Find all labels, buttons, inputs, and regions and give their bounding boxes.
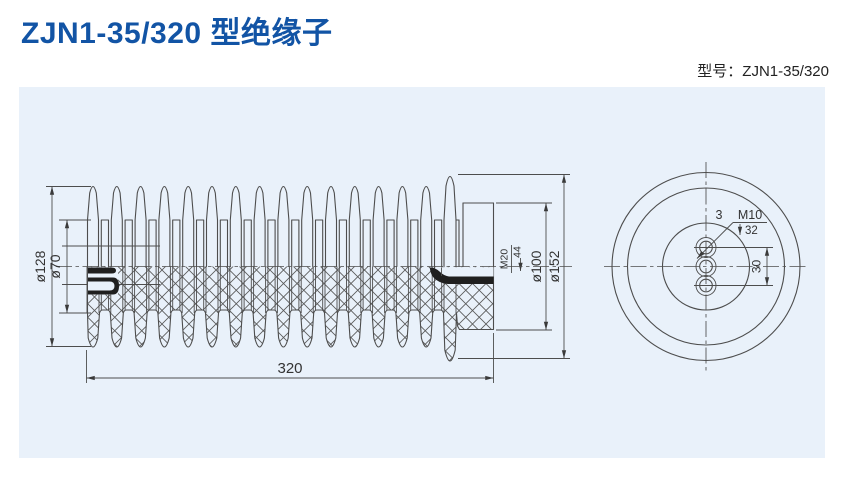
shed-profile-upper-half [86,175,457,268]
page-title: ZJN1-35/320 型绝缘子 [21,17,333,50]
model-number: 型号：ZJN1-35/320 [697,63,829,80]
right-thread-insert [429,267,494,284]
dim-length-320: 320 [277,360,302,377]
hole-callout [696,222,767,259]
dim-dia-128: ø128 [32,250,48,282]
end-view: 3 M10 32 30 [604,162,808,371]
dim-hole-count: 3 [716,208,723,222]
dim-dia-70: ø70 [47,254,63,278]
side-view: ø128 ø70 ø100 ø152 320 M20 44 [32,174,572,383]
dim-dia-100: ø100 [528,250,544,282]
dim-dia-152: ø152 [546,250,562,282]
section-lower-half [86,265,495,362]
hole-spacing-dimension [694,247,773,286]
dim-hole-spacing-30: 30 [750,260,764,274]
extension-lines [46,174,570,383]
dim-hole-depth-32: 32 [745,225,758,237]
dim-thread-depth-44: 44 [512,246,524,258]
dim-hole-thread-m10: M10 [738,208,762,222]
dim-thread-m20: M20 [499,249,511,270]
left-thread-insert [88,267,119,295]
end-boss [455,202,495,268]
